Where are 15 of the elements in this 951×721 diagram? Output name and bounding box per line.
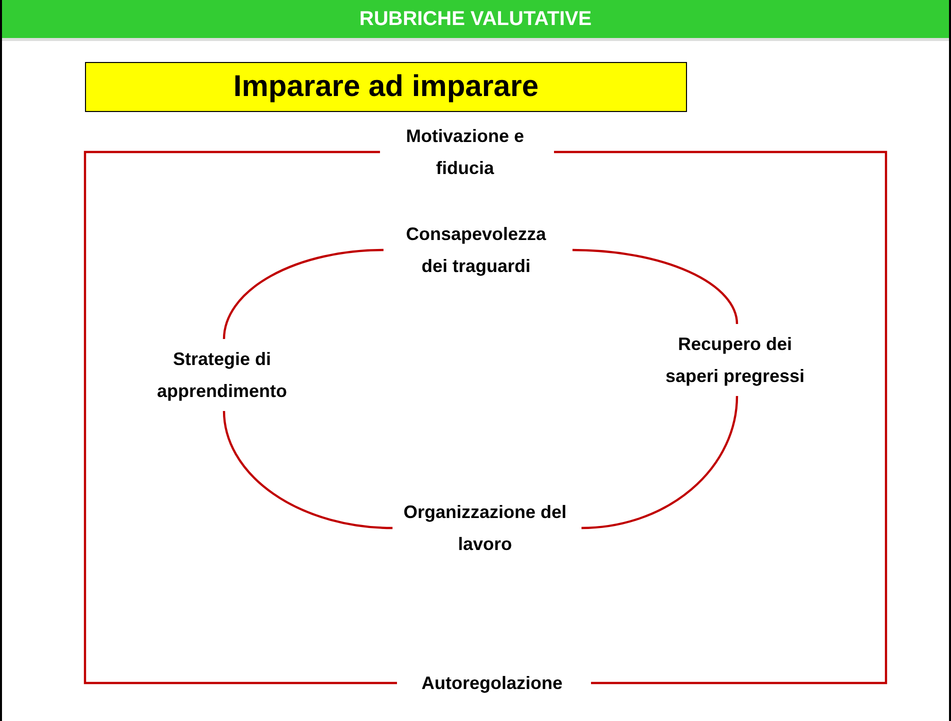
topic-label: Autoregolazione	[421, 672, 562, 695]
topic-label: Recupero dei saperi pregressi	[664, 333, 806, 388]
bracket-line	[554, 150, 888, 684]
arc-connector	[572, 248, 738, 324]
arc-connector	[581, 396, 738, 530]
heading-text: Imparare ad imparare	[233, 69, 539, 105]
bracket-line	[84, 150, 397, 684]
topic-label: Motivazione e fiducia	[404, 125, 526, 180]
topic-label: Organizzazione del lavoro	[402, 501, 568, 556]
arc-connector	[222, 248, 384, 340]
topic-label: Consapevolezza dei traguardi	[404, 223, 548, 278]
topic-label: Strategie di apprendimento	[156, 348, 288, 403]
title-banner: RUBRICHE VALUTATIVE	[2, 0, 949, 41]
arc-connector	[222, 410, 393, 530]
heading-box	[85, 62, 687, 112]
